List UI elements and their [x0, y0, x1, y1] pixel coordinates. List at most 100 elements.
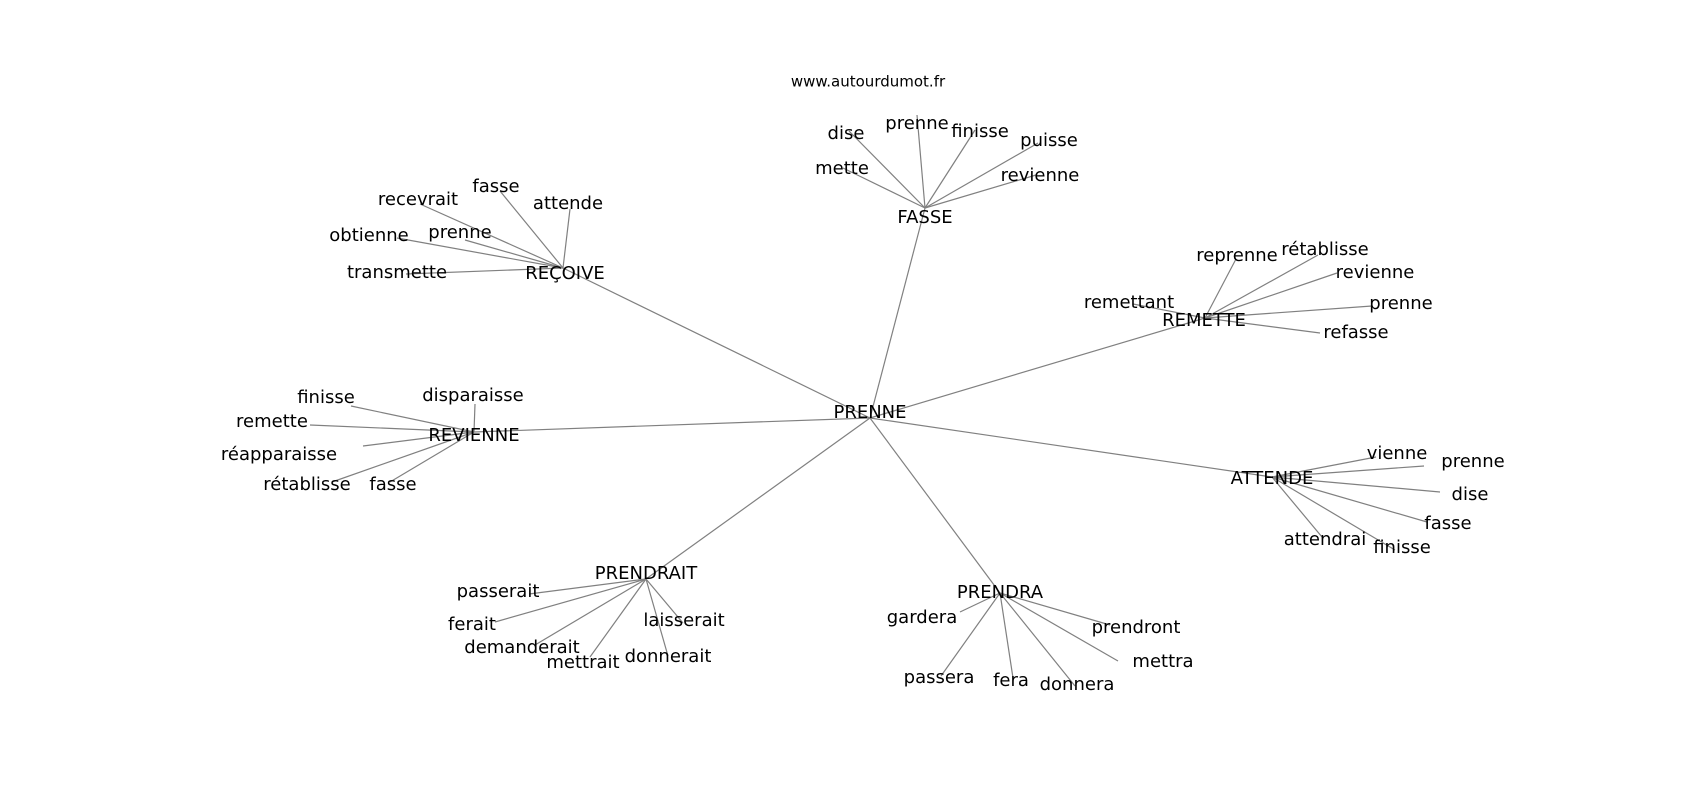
edge-hub-to-leaf [1271, 456, 1377, 478]
hub-node-label: PRENDRAIT [595, 563, 698, 584]
leaf-node-label: demanderait [464, 637, 579, 658]
edge-hub-to-leaf [1204, 317, 1321, 334]
leaf-node-label: fasse [369, 474, 416, 495]
edge-center-to-hub [869, 417, 1273, 478]
edge-center-to-hub [869, 417, 1001, 594]
leaf-node-label: mette [815, 158, 869, 179]
edge-hub-to-leaf [534, 578, 647, 646]
edge-hub-to-leaf [494, 578, 647, 623]
leaf-node-label: disparaisse [422, 385, 524, 406]
edge-center-to-hub [869, 207, 926, 419]
leaf-node-label: revienne [1336, 262, 1415, 283]
edge-hub-to-leaf [1204, 272, 1338, 319]
hub-node-label: ATTENDE [1231, 468, 1314, 489]
leaf-node-label: gardera [887, 607, 957, 628]
edge-hub-to-leaf [350, 405, 475, 433]
leaf-node-label: réapparaisse [221, 444, 337, 465]
edge-hub-to-leaf [645, 578, 684, 624]
edge-hub-to-leaf [405, 267, 564, 275]
hub-node-label: REMETTE [1162, 310, 1246, 331]
edge-hub-to-leaf [1271, 476, 1428, 523]
edges-layer [309, 114, 1441, 687]
edge-hub-to-leaf [924, 129, 976, 209]
edge-hub-to-leaf [924, 142, 1039, 209]
leaf-node-label: finisse [951, 121, 1009, 142]
edge-hub-to-leaf [848, 130, 926, 209]
leaf-node-label: mettra [1132, 651, 1193, 672]
leaf-node-label: fera [993, 670, 1029, 691]
leaf-node-label: attende [533, 193, 603, 214]
edge-hub-to-leaf [528, 578, 647, 595]
leaf-node-label: ferait [448, 614, 496, 635]
leaf-node-label: prenne [1369, 293, 1432, 314]
edge-hub-to-leaf [916, 114, 926, 209]
leaf-node-label: mettrait [546, 652, 619, 673]
edge-hub-to-leaf [1271, 476, 1396, 551]
edge-hub-to-leaf [396, 237, 564, 269]
leaf-node-label: laisserait [643, 610, 724, 631]
labels-layer: www.autourdumot.fr PRENNE FASSE dise prenne… [221, 73, 1505, 696]
edge-hub-to-leaf [473, 403, 476, 433]
edge-hub-to-leaf [389, 431, 475, 483]
leaf-node-label: prenne [1441, 451, 1504, 472]
leaf-node-label: remette [236, 411, 308, 432]
leaf-node-label: refasse [1323, 322, 1388, 343]
hub-node-label: REVIENNE [428, 425, 519, 446]
edge-hub-to-leaf [940, 592, 1001, 677]
leaf-node-label: prendront [1092, 617, 1181, 638]
edge-hub-to-leaf [1204, 305, 1373, 319]
leaf-node-label: donnera [1040, 674, 1115, 695]
edge-hub-to-leaf [999, 592, 1119, 662]
leaf-node-label: revienne [1001, 165, 1080, 186]
edge-hub-to-leaf [959, 592, 1001, 613]
leaf-node-label: remettant [1084, 292, 1174, 313]
edge-hub-to-leaf [419, 203, 564, 269]
edge-hub-to-leaf [1271, 465, 1425, 478]
edge-center-to-hub [473, 417, 871, 433]
edge-hub-to-leaf [1132, 303, 1206, 319]
edge-hub-to-leaf [999, 592, 1014, 679]
leaf-node-label: rétablisse [1281, 239, 1368, 260]
leaf-node-label: fasse [472, 176, 519, 197]
edge-hub-to-leaf [1204, 254, 1319, 319]
leaf-node-label: prenne [428, 222, 491, 243]
leaf-node-label: fasse [1424, 513, 1471, 534]
hub-node-label: PRENDRA [957, 582, 1044, 603]
edge-hub-to-leaf [1204, 258, 1237, 319]
edge-center-to-hub [562, 267, 871, 419]
leaf-node-label: donnerait [625, 646, 712, 667]
leaf-node-label: dise [1452, 484, 1489, 505]
leaf-node-label: passera [904, 667, 975, 688]
leaf-node-label: reprenne [1196, 245, 1277, 266]
edge-center-to-hub [869, 317, 1206, 419]
edge-hub-to-leaf [331, 431, 475, 483]
leaf-node-label: puisse [1020, 130, 1078, 151]
edge-hub-to-leaf [842, 167, 926, 209]
leaf-node-label: prenne [885, 113, 948, 134]
edge-hub-to-leaf [562, 208, 571, 269]
hub-node-label: REÇOIVE [525, 263, 605, 284]
leaf-node-label: attendrai [1284, 529, 1367, 550]
leaf-node-label: transmette [347, 262, 447, 283]
hub-node-label: FASSE [897, 207, 952, 228]
site-watermark: www.autourdumot.fr [791, 73, 946, 91]
edge-hub-to-leaf [999, 592, 1076, 687]
edge-hub-to-leaf [309, 424, 475, 433]
leaf-node-label: passerait [457, 581, 540, 602]
edge-hub-to-leaf [362, 431, 475, 447]
leaf-node-label: dise [828, 123, 865, 144]
leaf-node-label: vienne [1367, 443, 1428, 464]
edge-hub-to-leaf [464, 239, 564, 269]
leaf-node-label: obtienne [329, 225, 408, 246]
edge-hub-to-leaf [589, 578, 647, 658]
leaf-node-label: rétablisse [263, 474, 350, 495]
edge-hub-to-leaf [999, 592, 1111, 626]
leaf-node-label: recevrait [378, 189, 458, 210]
edge-hub-to-leaf [1271, 476, 1323, 538]
edge-center-to-hub [645, 417, 871, 580]
edge-hub-to-leaf [1271, 476, 1441, 493]
leaf-node-label: finisse [1373, 537, 1431, 558]
center-node-label: PRENNE [833, 402, 906, 423]
leaf-node-label: finisse [297, 387, 355, 408]
